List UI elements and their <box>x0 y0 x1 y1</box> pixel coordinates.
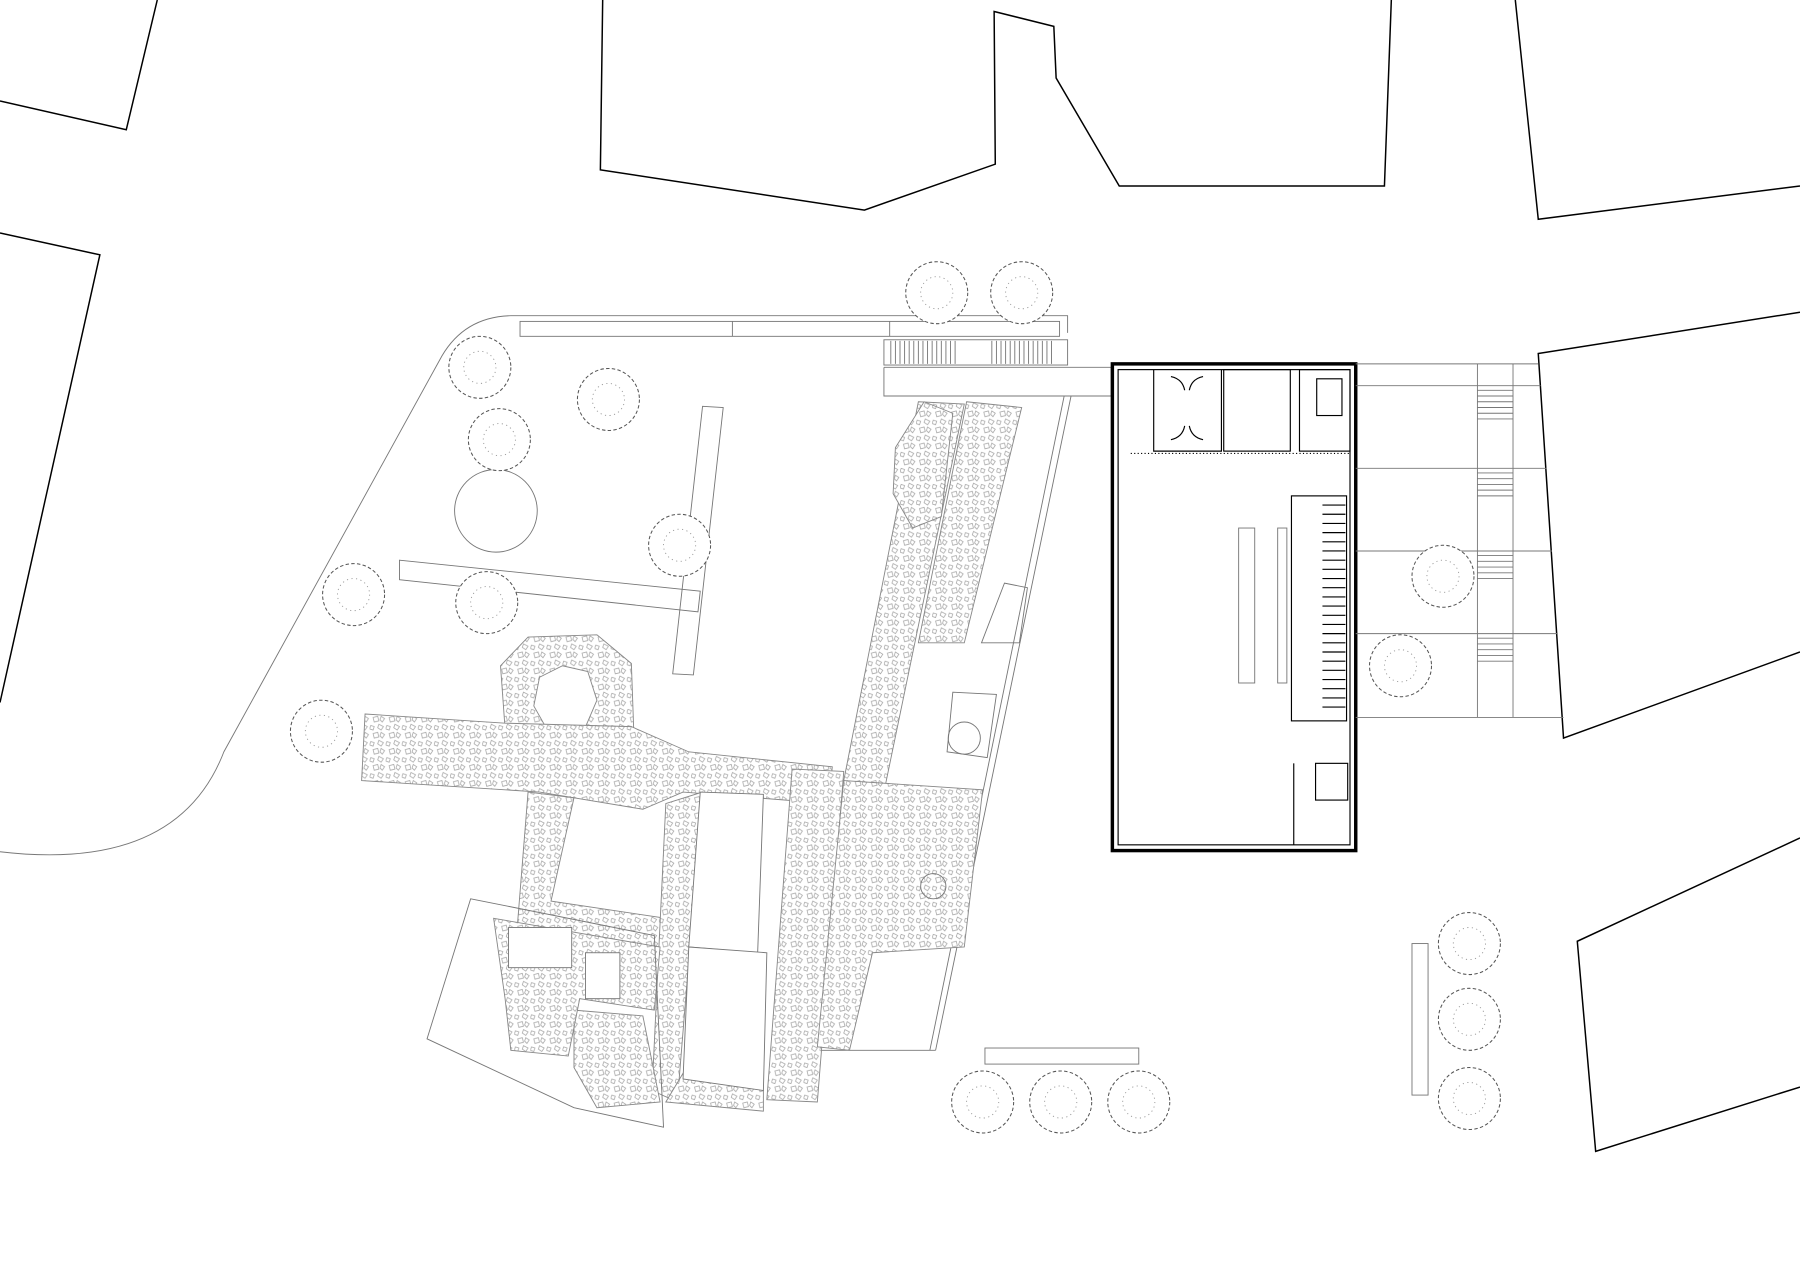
lift <box>1316 378 1343 417</box>
ruin-east-block <box>816 780 984 1051</box>
tree <box>576 367 640 431</box>
courtyard <box>688 791 764 954</box>
tree-canopy <box>648 513 712 577</box>
tree-texture <box>663 528 697 562</box>
display-table <box>1238 527 1256 684</box>
display-table <box>1277 527 1288 684</box>
ruin-enclosure <box>426 898 665 1128</box>
well <box>947 721 981 755</box>
trees <box>289 261 1501 1134</box>
ruin-knoll <box>892 401 954 529</box>
tree-canopy <box>1437 1067 1501 1131</box>
tree-canopy <box>1107 1070 1171 1134</box>
lift-lower <box>1314 762 1349 801</box>
ruin-octagon <box>500 634 635 733</box>
ruin-void <box>508 927 573 969</box>
building-top-center <box>599 0 1393 211</box>
building-top-right <box>1514 0 1800 221</box>
tree-texture <box>591 382 625 416</box>
tree-canopy <box>1437 987 1501 1051</box>
staircase <box>1290 495 1348 722</box>
building-right <box>1537 311 1800 740</box>
tree <box>289 699 353 763</box>
tree <box>1437 912 1501 976</box>
tree-texture <box>470 586 504 620</box>
steps <box>883 339 1112 397</box>
tree <box>467 408 531 472</box>
step-block <box>883 339 1069 366</box>
tree-texture <box>1005 276 1039 310</box>
ramp <box>883 366 1112 397</box>
ruin-fragment <box>946 691 997 759</box>
tree-canopy <box>1411 544 1475 608</box>
ruins <box>361 401 1028 1128</box>
ruin-southwest <box>573 1009 661 1109</box>
tree <box>1411 544 1475 608</box>
tree-canopy <box>1437 912 1501 976</box>
main-building <box>1110 362 1358 853</box>
tree <box>1029 1070 1093 1134</box>
tree-canopy <box>455 571 519 635</box>
tree-canopy <box>322 563 386 627</box>
tree-canopy <box>289 699 353 763</box>
tree-canopy <box>1029 1070 1093 1134</box>
entrance-wall <box>1153 369 1223 452</box>
building-outline <box>1110 362 1358 853</box>
tree-texture <box>1452 1002 1486 1036</box>
building-top-left <box>0 0 158 131</box>
tree-canopy <box>448 335 512 399</box>
tree-texture <box>920 276 954 310</box>
tree <box>905 261 969 325</box>
neighbouring-buildings <box>0 0 1800 1153</box>
ruin-fragment <box>980 582 1028 644</box>
tree-canopy <box>990 261 1054 325</box>
courtyard <box>682 946 768 1092</box>
tree-texture <box>482 423 516 457</box>
wall-vertical <box>672 405 724 676</box>
tree <box>1368 634 1433 698</box>
tree-canopy <box>467 408 531 472</box>
tree-texture <box>1383 649 1418 683</box>
tree-canopy <box>1368 634 1433 698</box>
well <box>920 873 947 900</box>
tree-canopy <box>576 367 640 431</box>
tree-texture <box>304 714 338 748</box>
ruin-strip-b <box>766 768 845 1103</box>
bench-south <box>984 1047 1140 1065</box>
tree <box>1107 1070 1171 1134</box>
tree-texture <box>337 578 371 612</box>
door-swing <box>1170 375 1204 441</box>
tree <box>648 513 712 577</box>
long-bench <box>519 320 1061 337</box>
tree-texture <box>463 350 497 384</box>
ruin-strip-d <box>917 401 1023 644</box>
tree <box>990 261 1054 325</box>
stair-core <box>1298 369 1351 452</box>
building-left <box>0 232 101 703</box>
room <box>1223 369 1291 452</box>
tree-texture <box>1452 1081 1486 1116</box>
paving-hatch <box>1477 389 1514 662</box>
road-edge <box>0 315 1069 856</box>
step-lines <box>890 340 1052 364</box>
tree-texture <box>1426 559 1460 593</box>
tree <box>455 571 519 635</box>
wall-horizontal <box>399 559 701 613</box>
tree <box>951 1070 1015 1134</box>
ruin-void <box>585 952 621 1000</box>
tree <box>448 335 512 399</box>
round-lawn <box>454 469 538 553</box>
tree <box>1437 1067 1501 1131</box>
building-bottom-right <box>1576 837 1800 1153</box>
tree <box>322 563 386 627</box>
tree-texture <box>1452 927 1486 961</box>
tree-canopy <box>905 261 969 325</box>
east-paving <box>1355 363 1564 718</box>
tree-canopy <box>951 1070 1015 1134</box>
bench-east <box>1411 943 1429 1096</box>
tree <box>1437 987 1501 1051</box>
stair-treads <box>1322 504 1346 708</box>
